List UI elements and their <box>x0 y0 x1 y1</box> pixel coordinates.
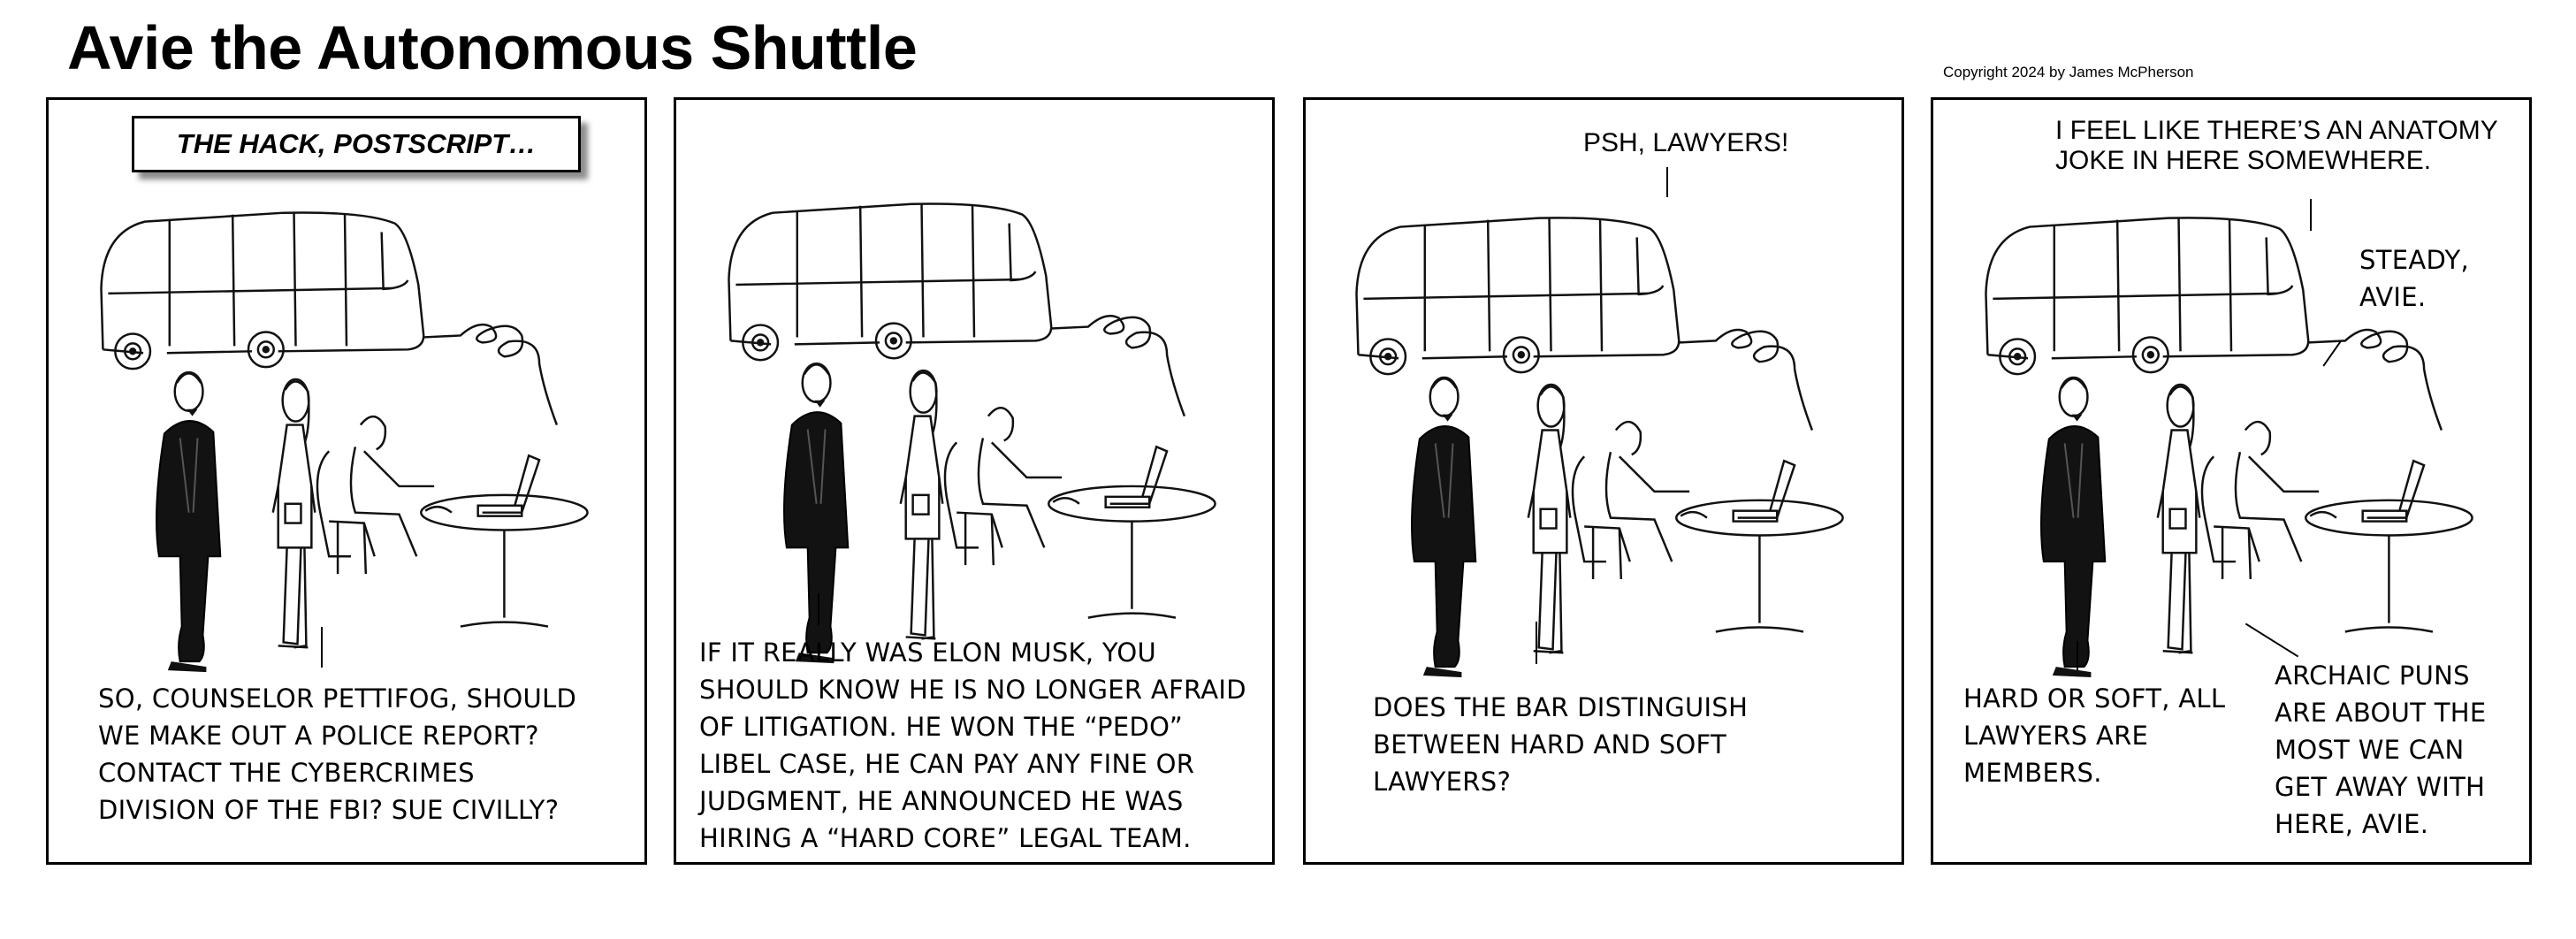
speech-pointer <box>1536 622 1537 664</box>
panel-4-woman-line: ARCHAIC PUNS ARE ABOUT THE MOST WE CAN G… <box>2275 660 2487 839</box>
panel-4-hacker-line: STEADY, AVIE. <box>2359 245 2470 312</box>
panel-1: THE HACK, POSTSCRIPT… SO, COUNSELOR PETT… <box>46 97 647 865</box>
panel-3-shuttle-line: PSH, LAWYERS! <box>1583 128 1789 157</box>
panel-2-dialogue: IF IT REALLY WAS ELON MUSK, YOU SHOULD K… <box>699 637 1246 853</box>
panel-4-shuttle-line: I FEEL LIKE THERE’S AN ANATOMY JOKE IN H… <box>2055 116 2498 175</box>
panel-1-caption-box: THE HACK, POSTSCRIPT… <box>132 116 581 172</box>
panel-3: PSH, LAWYERS! DOES THE BAR DISTINGUISH B… <box>1303 97 1904 865</box>
speech-pointer <box>2310 199 2312 231</box>
panel-1-dialogue: SO, COUNSELOR PETTIFOG, SHOULD WE MAKE O… <box>98 683 577 825</box>
panel-3-dialogue: DOES THE BAR DISTINGUISH BETWEEN HARD AN… <box>1373 692 1749 797</box>
speech-pointer <box>818 593 819 625</box>
panel-2: IF IT REALLY WAS ELON MUSK, YOU SHOULD K… <box>674 97 1275 865</box>
copyright-notice: Copyright 2024 by James McPherson <box>1943 64 2194 80</box>
panel-4-lawyer-line: HARD OR SOFT, ALL LAWYERS ARE MEMBERS. <box>1963 683 2226 788</box>
speech-pointer <box>1666 167 1668 197</box>
panel-4: I FEEL LIKE THERE’S AN ANATOMY JOKE IN H… <box>1931 97 2532 865</box>
speech-pointer <box>2077 641 2078 671</box>
strip-title: Avie the Autonomous Shuttle <box>67 13 918 82</box>
speech-pointer <box>321 627 323 668</box>
